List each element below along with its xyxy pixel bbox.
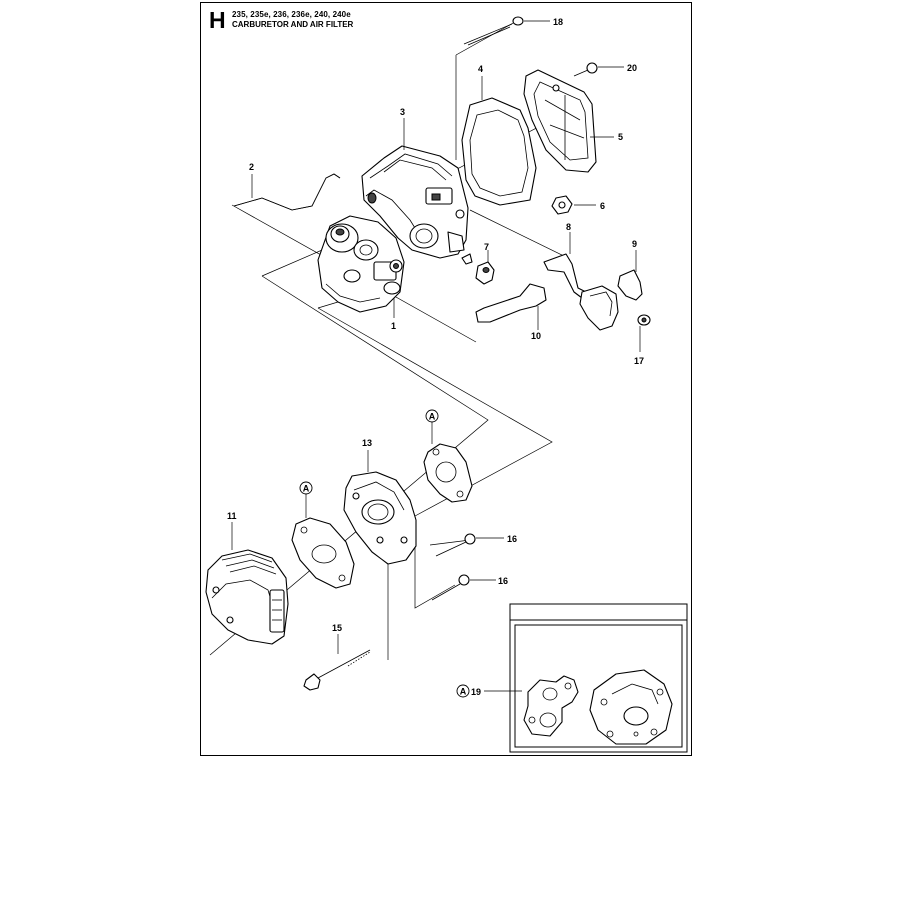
reference-marker-a-mid: A (299, 481, 313, 518)
diagram-title: CARBURETOR AND AIR FILTER (232, 20, 354, 29)
part-5-filter-grid (523, 69, 614, 173)
part-8-bracket (543, 232, 587, 299)
part-16-screw-lower (431, 574, 496, 601)
reference-marker-a-top: A (425, 409, 439, 444)
reference-marker-a-inset: A (456, 684, 470, 698)
callout-6: 6 (600, 201, 605, 211)
callout-17: 17 (634, 356, 644, 366)
callout-labels: 1 2 3 4 5 6 7 8 9 10 11 13 15 16 16 17 1… (227, 17, 644, 697)
part-6-nut (551, 195, 596, 215)
part-17-screw (637, 314, 651, 352)
part-13-intake-adapter (343, 450, 417, 565)
callout-18: 18 (553, 17, 563, 27)
part-2-choke-rod (233, 173, 341, 211)
callout-15: 15 (332, 623, 342, 633)
svg-text:A: A (429, 412, 436, 422)
part-1-carburetor (317, 215, 405, 318)
callout-5: 5 (618, 132, 623, 142)
gasket-a-lower (291, 517, 355, 589)
callout-2: 2 (249, 162, 254, 172)
callout-10: 10 (531, 331, 541, 341)
section-letter: H (209, 7, 226, 33)
callout-20: 20 (627, 63, 637, 73)
part-4-air-filter (461, 76, 537, 206)
callout-11: 11 (227, 511, 237, 521)
part-16-screw-upper (435, 533, 504, 557)
part-15-bolt (303, 634, 371, 691)
model-list: 235, 235e, 236, 236e, 240, 240e (232, 10, 351, 19)
part-11-intake-boot (205, 522, 289, 645)
part-7-spacer (461, 250, 495, 285)
part-3-carburetor-cover (361, 118, 469, 259)
callout-1: 1 (391, 321, 396, 331)
inset-gasket-kit-box (484, 603, 688, 753)
callout-19: 19 (471, 687, 481, 697)
callout-16-upper: 16 (507, 534, 517, 544)
part-10-throttle-link (475, 283, 547, 330)
callout-16-lower: 16 (498, 576, 508, 586)
callout-9: 9 (632, 239, 637, 249)
svg-text:A: A (303, 484, 310, 494)
callout-7: 7 (484, 242, 489, 252)
part-20-screw (573, 62, 624, 77)
callout-3: 3 (400, 107, 405, 117)
callout-8: 8 (566, 222, 571, 232)
gasket-a-upper (423, 443, 473, 503)
callout-13: 13 (362, 438, 372, 448)
svg-text:A: A (460, 687, 467, 697)
part-18-screw (463, 16, 550, 46)
part-9-trigger (579, 250, 643, 331)
callout-4: 4 (478, 64, 483, 74)
